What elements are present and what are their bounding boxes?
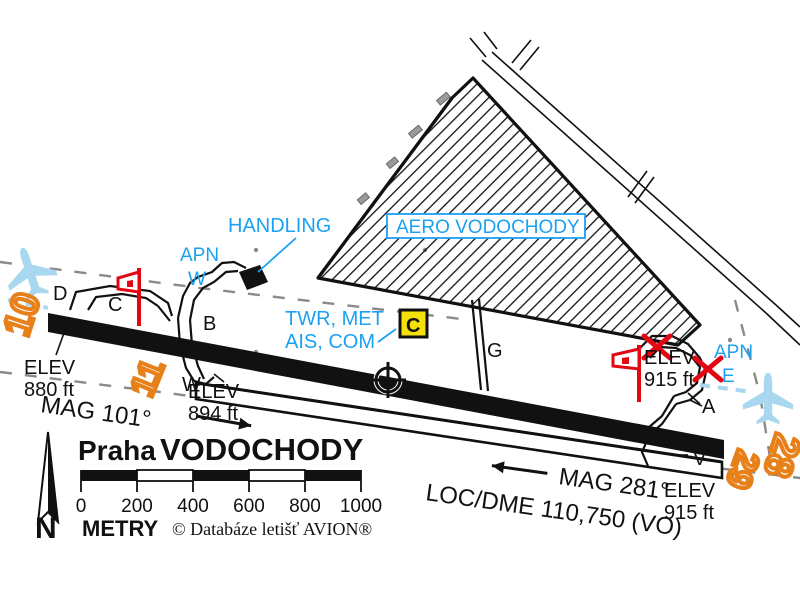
handling-label: HANDLING [228,215,331,237]
windsock-east [611,345,641,402]
taxiway-d-label: D [53,283,67,305]
taxiway-c-label: C [108,294,122,316]
taxiway-a-label: A [702,396,716,418]
taxiway-b-label: B [203,313,216,335]
taxiway-g-label: G [487,340,503,362]
marker-c: C [398,308,429,339]
scale-tick-600: 600 [233,496,265,517]
aero-vodochody-area [316,76,702,347]
apn-w-label-line1: APN [180,245,219,266]
aircraft-west [7,247,58,301]
tower-services-line2: AIS, COM [285,331,375,353]
elev-880-group: ELEV 880 ft [24,321,76,401]
handling-building [239,265,268,290]
elev-880-line2: 880 ft [24,379,74,401]
elev-894-line2: 894 ft [188,403,238,425]
scale-unit-label: METRY [82,516,159,541]
scale-tick-200: 200 [121,496,153,517]
scale-tick-1000: 1000 [340,496,382,517]
elev-915-ne-line1: ELEV [644,347,696,369]
closed-marker-2 [692,355,724,383]
scale-tick-800: 800 [289,496,321,517]
apron-buildings [356,91,451,206]
elev-915-se-line1: ELEV [664,480,716,502]
scale-tick-400: 400 [177,496,209,517]
title-city: Praha [78,435,156,466]
marker-c-letter: C [406,315,420,337]
elev-894-line1: ELEV [188,381,240,403]
elev-894-leader [213,373,225,383]
north-letter: N [35,512,57,545]
title-airport: VODOCHODY [160,432,364,467]
elev-915-ne-leader [687,392,701,405]
mag-281-arrow [491,461,548,475]
aircraft-route-dashes [7,298,753,394]
apn-e-label-line2: E [722,366,735,387]
north-arrow: N [35,431,60,545]
elev-894-group: ELEV 894 ft [188,373,240,425]
aero-vodochody-label-group: AERO VODOCHODY [386,213,586,239]
page-title-group: Praha VODOCHODY [78,432,364,467]
aircraft-east [742,372,794,425]
road-network [469,31,800,346]
runway-10-28 [48,313,724,459]
scale-bar: 0 200 400 600 800 1000 METRY [76,469,382,541]
tower-services-label-group: TWR, MET AIS, COM [285,308,397,353]
arp-symbol [370,362,406,398]
apn-e-label-line1: APN [714,342,753,363]
tower-services-line1: TWR, MET [285,308,384,330]
closed-marker-1 [641,333,673,361]
apn-w-label-line2: W [188,269,206,290]
taxiway-v-label: V [693,448,707,470]
elev-915-se-group: ELEV 915 ft [664,480,716,524]
elev-880-leader [55,321,69,356]
elev-915-se-line2: 915 ft [664,502,714,524]
taxiway-a-leader [689,399,703,407]
elev-880-line1: ELEV [24,357,76,379]
tower-leader-line [377,328,397,343]
handling-leader-line [257,237,297,273]
apn-e-label-group: APN E [714,342,753,387]
copyright-notice: © Databáze letišť AVION® [172,519,372,539]
runway-secondary-outline [194,381,724,480]
aero-vodochody-label: AERO VODOCHODY [396,217,580,238]
apn-w-label-group: APN W [180,245,219,290]
windsock-west [116,268,141,326]
taxiway-w-label: W [182,374,201,396]
elev-915-ne-group: ELEV 915 ft [644,347,701,405]
scale-tick-0: 0 [76,496,87,517]
elev-915-ne-line2: 915 ft [644,369,694,391]
mag-101-arrow [195,414,252,430]
